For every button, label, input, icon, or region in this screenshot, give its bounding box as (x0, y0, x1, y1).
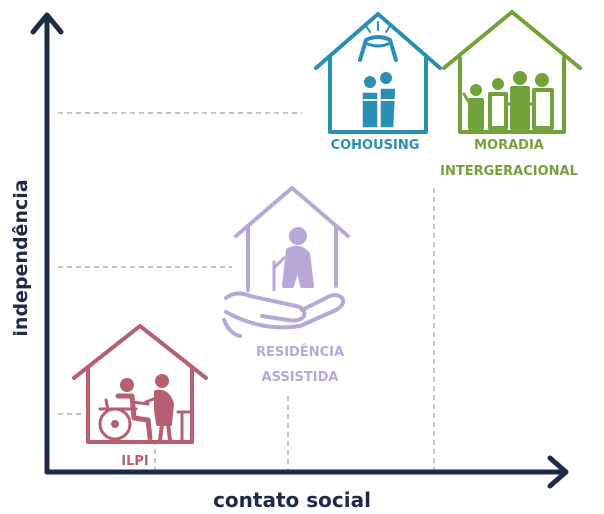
guide-lines (58, 112, 435, 470)
label-residencia-line2: ASSISTIDA (262, 370, 339, 385)
house-hand-elderly-cane-icon (222, 186, 350, 338)
y-axis-label: independência (10, 179, 32, 336)
label-cohousing: COHOUSING (331, 138, 420, 153)
label-moradia-line2: INTERGERACIONAL (440, 164, 578, 179)
label-residencia-line1: RESIDÊNCIA (256, 344, 344, 360)
house-family-generations-icon (442, 10, 582, 134)
housing-residencia-assistida: RESIDÊNCIA ASSISTIDA (222, 186, 350, 385)
housing-moradia-intergeracional: MORADIA INTERGERACIONAL (440, 10, 582, 179)
x-axis-label: contato social (213, 488, 371, 512)
axes (30, 12, 569, 489)
housing-ilpi: ILPI (72, 324, 208, 469)
house-handshake-elderly-couple-icon (314, 12, 442, 134)
housing-cohousing: COHOUSING (314, 12, 442, 153)
x-axis-arrow-icon (547, 455, 569, 489)
label-moradia-line1: MORADIA (474, 138, 544, 153)
y-axis-arrow-icon (30, 12, 64, 35)
house-wheelchair-caregiver-icon (72, 324, 208, 444)
label-ilpi: ILPI (121, 454, 149, 469)
